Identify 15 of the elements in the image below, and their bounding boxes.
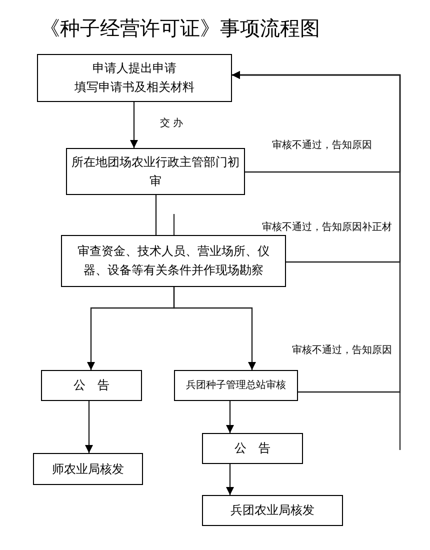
arrow — [226, 401, 234, 433]
process-box: 审查资金、技术人员、营业场所、仪器、设备等有关条件并作现场勘察 — [61, 235, 286, 287]
process-box: 兵团种子管理总站审核 — [174, 370, 298, 401]
arrow — [173, 287, 256, 370]
process-box: 公 告 — [41, 370, 142, 401]
process-box: 所在地团场农业行政主管部门初审 — [66, 148, 245, 195]
process-box: 兵团农业局核发 — [202, 495, 343, 526]
process-box: 申请人提出申请 填写申请书及相关材料 — [37, 54, 232, 102]
arrow — [232, 71, 401, 393]
arrow — [85, 401, 93, 453]
diagram-title: 《种子经营许可证》事项流程图 — [40, 15, 320, 42]
process-box: 公 告 — [202, 433, 303, 464]
arrow — [226, 464, 234, 495]
process-box: 师农业局核发 — [33, 453, 143, 485]
arrow — [130, 102, 138, 148]
